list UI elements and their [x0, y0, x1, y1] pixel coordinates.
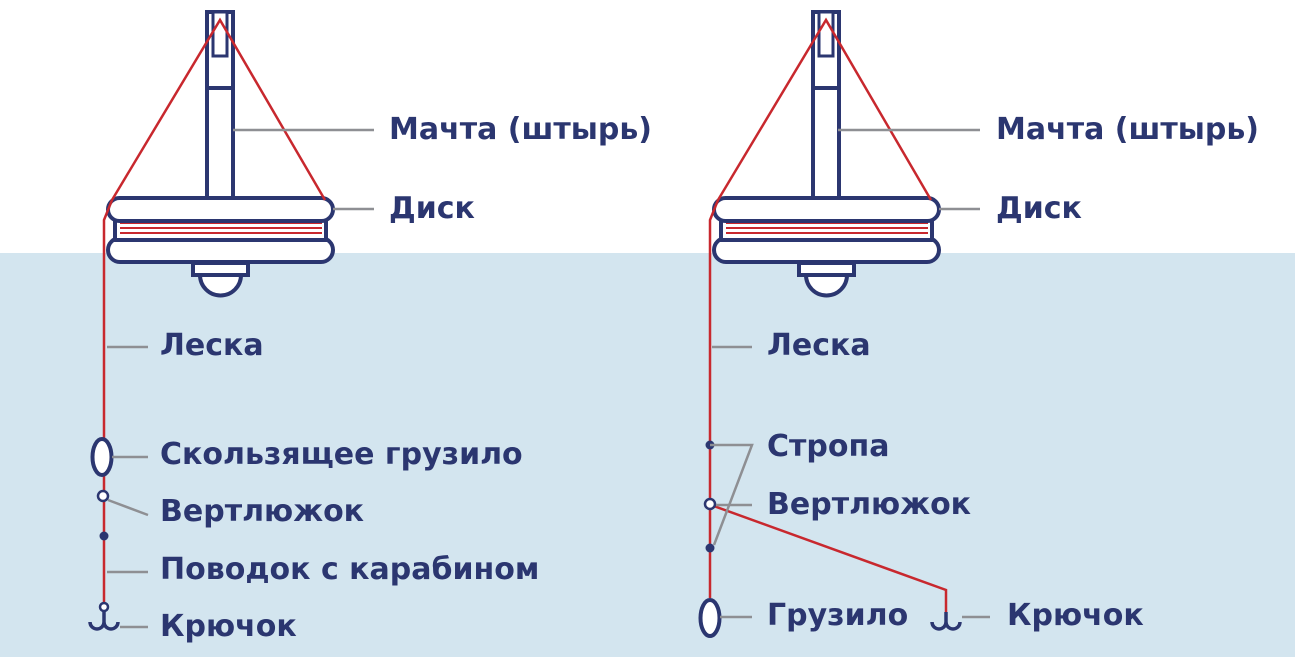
left-snap — [98, 601, 110, 613]
left-sliding-sinker — [90, 437, 114, 477]
right-line-label: Леска — [767, 328, 871, 363]
right-swivel — [703, 497, 717, 511]
right-hook-icon — [930, 610, 962, 631]
right-sinker — [698, 598, 722, 638]
right-rig-fishing-line — [708, 17, 948, 612]
right-hook-label: Крючок — [1007, 598, 1144, 633]
left-mast-label: Мачта (штырь) — [389, 112, 653, 147]
right-swivel-label: Вертлюжок — [767, 487, 972, 522]
left-swivel-label: Вертлюжок — [160, 494, 365, 529]
left-rig-fishing-line — [102, 17, 327, 606]
right-disc-label: Диск — [996, 191, 1082, 226]
left-hook-icon — [88, 610, 120, 631]
right-mast-label: Мачта (штырь) — [996, 112, 1260, 147]
left-hook-label: Крючок — [160, 609, 297, 644]
left-leader-label: Поводок с карабином — [160, 552, 540, 587]
right-sinker-label: Грузило — [767, 598, 909, 633]
left-disc-label: Диск — [389, 191, 475, 226]
right-rig-leaders — [710, 128, 990, 619]
left-bead — [99, 531, 109, 541]
left-sinker-label: Скользящее грузило — [160, 437, 523, 472]
left-line-label: Леска — [160, 328, 264, 363]
left-swivel — [96, 489, 110, 503]
right-sling-bead-bottom — [705, 543, 715, 553]
left-rig-leaders — [107, 128, 374, 629]
right-sling-label: Стропа — [767, 429, 890, 464]
water-background — [0, 253, 1295, 657]
